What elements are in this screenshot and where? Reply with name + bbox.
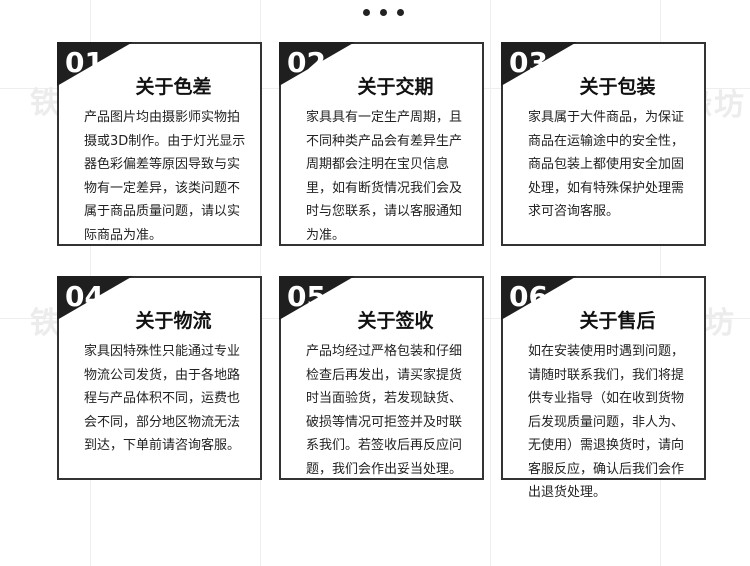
card-number: 02 [287,46,326,79]
card-title: 关于物流 [135,310,212,332]
card-body: 产品均经过严格包装和仔细检查后再发出，请买家提货时当面验货，若发现缺货、破损等情… [306,344,463,477]
card-title: 关于色差 [135,76,212,98]
card-number: 01 [65,46,104,79]
card-body: 家具具有一定生产周期，且不同种类产品会有差异生产周期都会注明在宝贝信息里，如有断… [306,110,463,243]
card-title: 关于签收 [357,310,434,332]
ellipsis-icon [363,9,411,17]
card-number: 04 [65,280,104,313]
card-body: 家具属于大件商品，为保证商品在运输途中的安全性，商品包装上都使用安全加固处理，如… [528,110,685,219]
card-number: 06 [509,280,548,313]
card-title: 关于售后 [579,310,656,332]
card-number: 05 [287,280,326,313]
notice-card-after-sales: 06 关于售后 如在安装使用时遇到问题，请随时联系我们，我们将提供专业指导（如在… [501,276,706,500]
notice-card-signing: 05 关于签收 产品均经过严格包装和仔细检查后再发出，请买家提货时当面验货，若发… [279,276,484,480]
card-body: 产品图片均由摄影师实物拍摄或3D制作。由于灯光显示器色彩偏差等原因导致与实物有一… [84,110,246,243]
notice-card-packaging: 03 关于包装 家具属于大件商品，为保证商品在运输途中的安全性，商品包装上都使用… [501,42,706,246]
notice-card-color: 01 关于色差 产品图片均由摄影师实物拍摄或3D制作。由于灯光显示器色彩偏差等原… [57,42,262,246]
watermark-line [490,0,491,566]
card-number: 03 [509,46,548,79]
card-body: 家具因特殊性只能通过专业物流公司发货，由于各地路程与产品体积不同，运费也会不同，… [84,344,241,453]
notice-card-delivery-time: 02 关于交期 家具具有一定生产周期，且不同种类产品会有差异生产周期都会注明在宝… [279,42,484,246]
notice-card-logistics: 04 关于物流 家具因特殊性只能通过专业物流公司发货，由于各地路程与产品体积不同… [57,276,262,480]
card-title: 关于包装 [579,76,656,98]
card-body: 如在安装使用时遇到问题，请随时联系我们，我们将提供专业指导（如在收到货物后发现质… [528,344,685,500]
card-title: 关于交期 [357,76,434,98]
